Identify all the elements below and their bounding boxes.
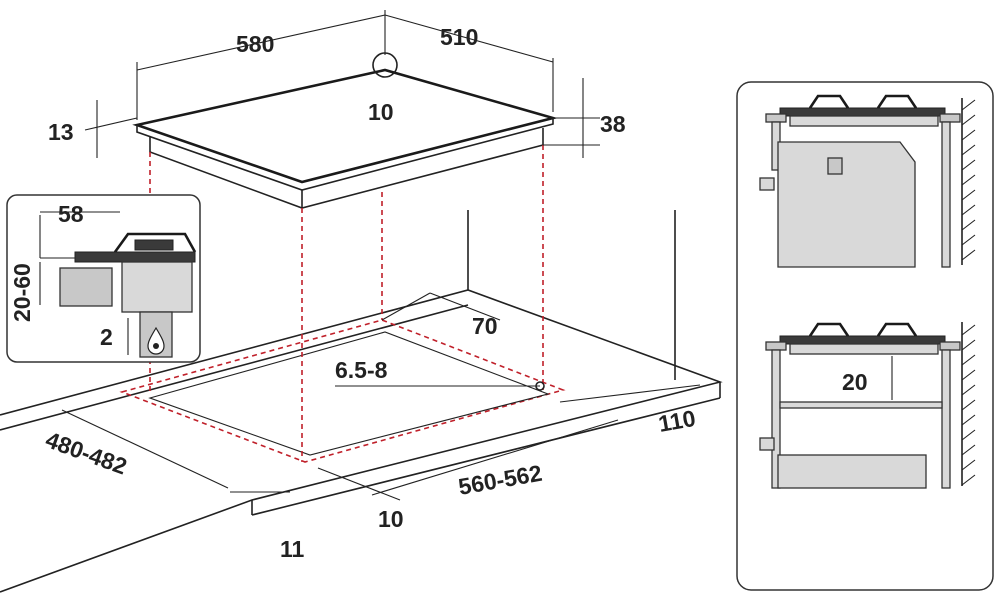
dim-rear-gap: 70 [472,313,498,339]
dim-worktop-thickness: 20-60 [9,263,35,322]
oven-installation-panel: 20 [736,81,994,591]
gas-flame-drop-icon [147,326,165,355]
worktop [0,210,723,593]
dim-front-offset-b: 11 [280,536,305,562]
dim-gas-clearance: 2 [100,324,113,350]
dim-front-offset-a: 10 [378,506,404,532]
scenario-oven-under-hob [759,94,976,268]
section-inset: 58 20-60 2 [6,194,201,363]
hob-3d [132,52,558,209]
cutout-outline [119,319,566,463]
dim-width: 580 [236,31,274,57]
dim-cutout-depth: 480-482 [42,426,130,479]
dim-total-height: 38 [600,111,626,137]
dim-corner-radius: 10 [368,99,394,125]
dim-depth: 510 [440,24,478,50]
scenario-shelf-gap: 20 [759,322,976,489]
dim-oven-gap: 20 [842,369,868,395]
dim-glass-thickness: 13 [48,119,74,145]
corner-radius-marker [372,52,398,78]
dimension-lines [61,10,701,501]
dim-burner-offset: 58 [58,201,84,227]
dim-gas-inlet: 6.5-8 [335,357,388,383]
dim-side-gap: 110 [656,405,697,437]
projection-lines [149,145,544,462]
